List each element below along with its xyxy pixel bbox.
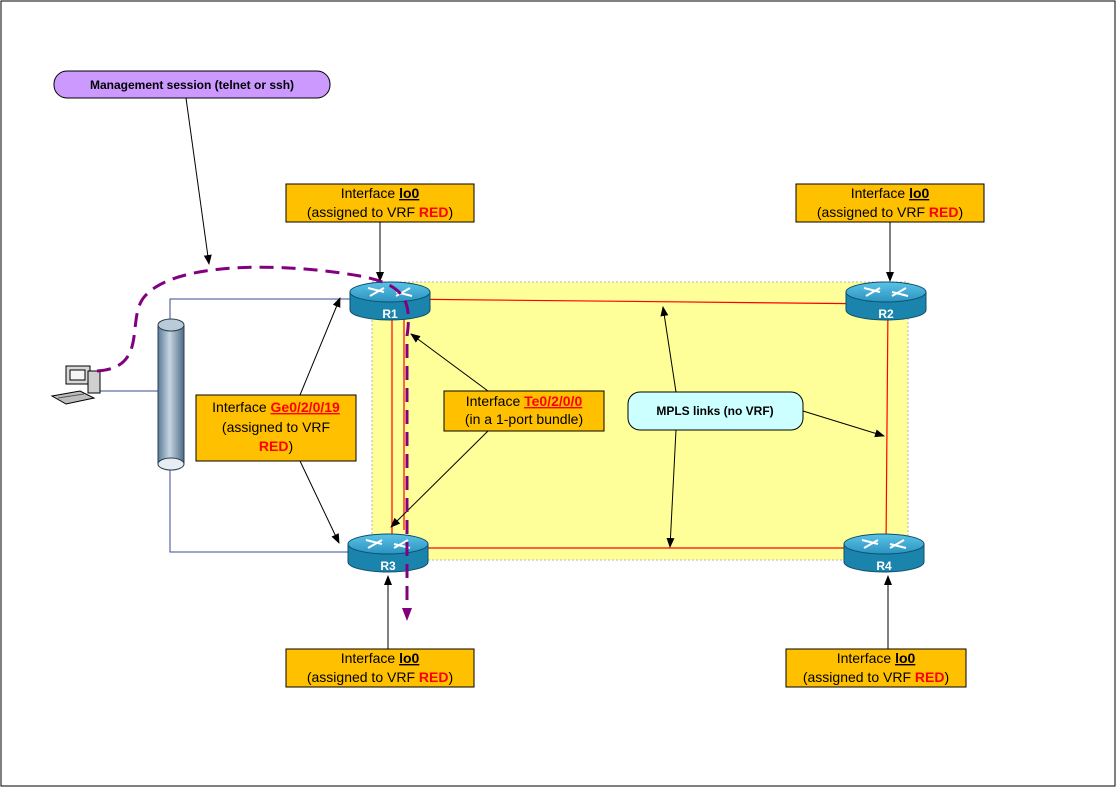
management-session-path [96,265,412,621]
ge-interface-box: Interface Ge0/2/0/19 (assigned to VRF RE… [195,394,357,462]
svg-text:(assigned to VRF RED): (assigned to VRF RED) [307,204,453,220]
svg-text:RED): RED) [259,438,293,454]
svg-text:Interface lo0: Interface lo0 [837,650,916,666]
svg-text:Interface lo0: Interface lo0 [341,650,420,666]
management-pointer-arrow [185,97,212,265]
workstation-icon [50,365,101,405]
svg-text:(assigned to VRF RED): (assigned to VRF RED) [817,204,963,220]
router-r2[interactable]: R2 [845,281,927,321]
router-r1[interactable]: R1 [349,281,431,321]
router-arrows-icon [365,539,411,549]
router-top [845,281,927,303]
mpls-arrows [660,306,885,548]
lo0-box-r3: Interface lo0 (assigned to VRF RED) [285,648,475,688]
management-session-callout: Management session (telnet or ssh) [53,70,331,99]
router-top [843,533,925,555]
svg-text:Interface lo0: Interface lo0 [851,185,930,201]
svg-text:(assigned to VRF RED): (assigned to VRF RED) [307,669,453,685]
router-label: R1 [382,307,398,321]
svg-text:(in a 1-port bundle): (in a 1-port bundle) [465,411,583,427]
svg-text:Interface Te0/2/0/0: Interface Te0/2/0/0 [466,393,583,409]
lo0-box-r2: Interface lo0 (assigned to VRF RED) [795,183,985,223]
router-arrows-icon [861,539,907,549]
svg-text:Interface lo0: Interface lo0 [341,185,420,201]
router-label: R2 [878,307,894,321]
svg-text:(assigned to VRF: (assigned to VRF [222,419,330,435]
router-top [347,533,429,555]
router-arrows-icon [863,287,909,297]
te-arrow-to-r1 [410,333,489,392]
mpls-links-callout: MPLS links (no VRF) [627,391,804,431]
router-r4[interactable]: R4 [843,533,925,573]
router-label: R3 [380,559,396,573]
lo0-box-r1: Interface lo0 (assigned to VRF RED) [285,183,475,223]
management-switch-pipe [157,318,185,471]
management-session-label: Management session (telnet or ssh) [90,78,294,92]
te-interface-box: Interface Te0/2/0/0 (in a 1-port bundle) [443,390,605,432]
ge-arrow-to-r3 [299,460,340,544]
router-label: R4 [876,559,892,573]
svg-text:Interface Ge0/2/0/19: Interface Ge0/2/0/19 [212,399,340,415]
svg-text:(assigned to VRF RED): (assigned to VRF RED) [803,669,949,685]
router-r3[interactable]: R3 [347,533,429,573]
router-top [349,281,431,303]
ge-arrow-to-r1 [299,297,341,396]
mpls-links-label: MPLS links (no VRF) [656,404,773,418]
lo0-arrows [376,222,894,649]
lo0-box-r4: Interface lo0 (assigned to VRF RED) [785,648,967,688]
